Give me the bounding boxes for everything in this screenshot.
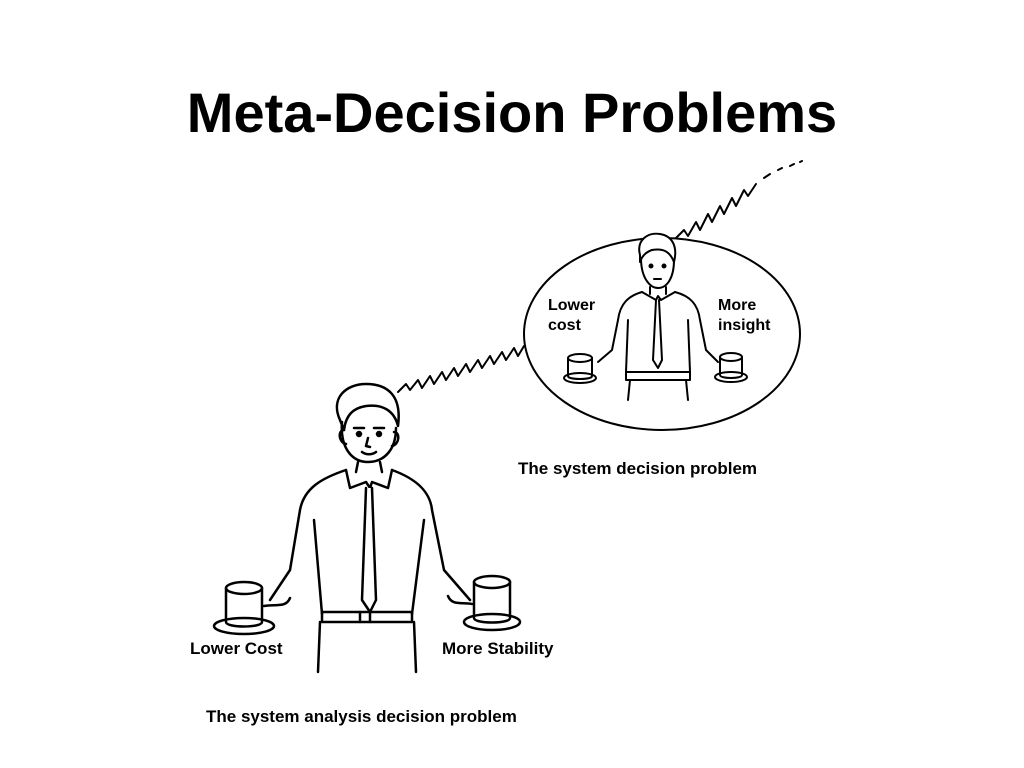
large-person: [212, 382, 522, 674]
outer-right-cup-label: More Stability: [442, 639, 554, 658]
thought-squiggle-outer: [675, 160, 803, 239]
inner-left-label-line1: Lower: [548, 297, 596, 314]
slide-title: Meta-Decision Problems: [186, 81, 838, 144]
thought-squiggle: [397, 345, 525, 393]
inner-right-label-line1: More: [718, 297, 757, 314]
inner-left-cup-label: Lower cost: [548, 296, 595, 336]
outer-caption: The system analysis decision problem: [206, 707, 517, 726]
outer-left-cup-label: Lower Cost: [190, 639, 283, 658]
inner-left-label-line2: cost: [548, 317, 581, 334]
inner-right-label-line2: insight: [718, 317, 771, 334]
inner-right-cup-label: More insight: [718, 296, 770, 336]
inner-caption: The system decision problem: [518, 459, 758, 478]
small-person: [563, 232, 748, 401]
